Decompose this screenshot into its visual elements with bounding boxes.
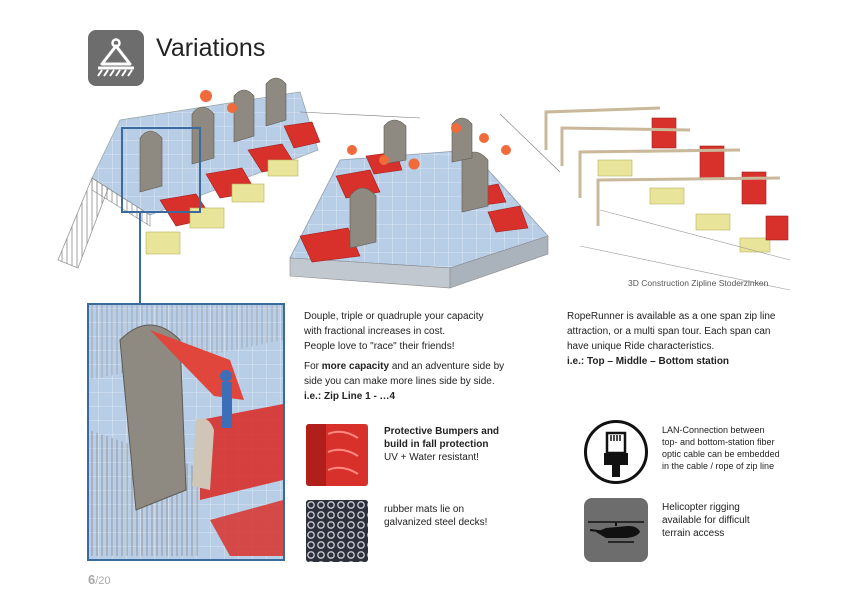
scene-center-platform: [289, 111, 561, 289]
detail-zoom-view: [87, 303, 285, 561]
roperunner-line: have unique Ride characteristics.: [567, 341, 715, 352]
capacity-line: People love to "race" their friends!: [304, 341, 455, 352]
capacity-line: For more capacity and an adventure side …: [304, 361, 505, 372]
bumpers-text: Protective Bumpers and build in fall pro…: [384, 426, 500, 463]
scene-gantry-stations: [544, 106, 791, 291]
zipline-trolley-icon: [97, 38, 134, 77]
ethernet-plug-icon: [584, 420, 648, 484]
capacity-example: i.e.: Zip Line 1 - …4: [304, 391, 396, 402]
capacity-line: Douple, triple or quadruple your capacit…: [304, 311, 484, 322]
roperunner-example: i.e.: Top – Middle – Bottom station: [567, 356, 730, 367]
roperunner-line: attraction, or a multi span tour. Each s…: [567, 326, 771, 337]
roperunner-line: RopeRunner is available as a one span zi…: [567, 311, 776, 322]
rubber-mat-icon: [306, 500, 368, 562]
mats-text: rubber mats lie on galvanized steel deck…: [384, 504, 488, 528]
roperunner-text: RopeRunner is available as a one span zi…: [567, 309, 807, 369]
helicopter-icon: [584, 498, 648, 562]
render-caption: 3D Construction Zipline Stoderzinken: [628, 278, 769, 288]
red-bumper-icon: [306, 424, 368, 486]
scene-quad-line-platform: [57, 77, 321, 304]
page-number: 6/20: [88, 572, 111, 587]
lan-text: LAN-Connection between top- and bottom-s…: [662, 425, 780, 471]
capacity-line: side you can make more lines side by sid…: [304, 376, 495, 387]
logo-badge: [88, 30, 144, 86]
page-title: Variations: [156, 34, 266, 62]
capacity-text: Douple, triple or quadruple your capacit…: [304, 309, 524, 404]
capacity-line: with fractional increases in cost.: [304, 326, 446, 337]
heli-text: Helicopter rigging available for difficu…: [662, 502, 750, 539]
